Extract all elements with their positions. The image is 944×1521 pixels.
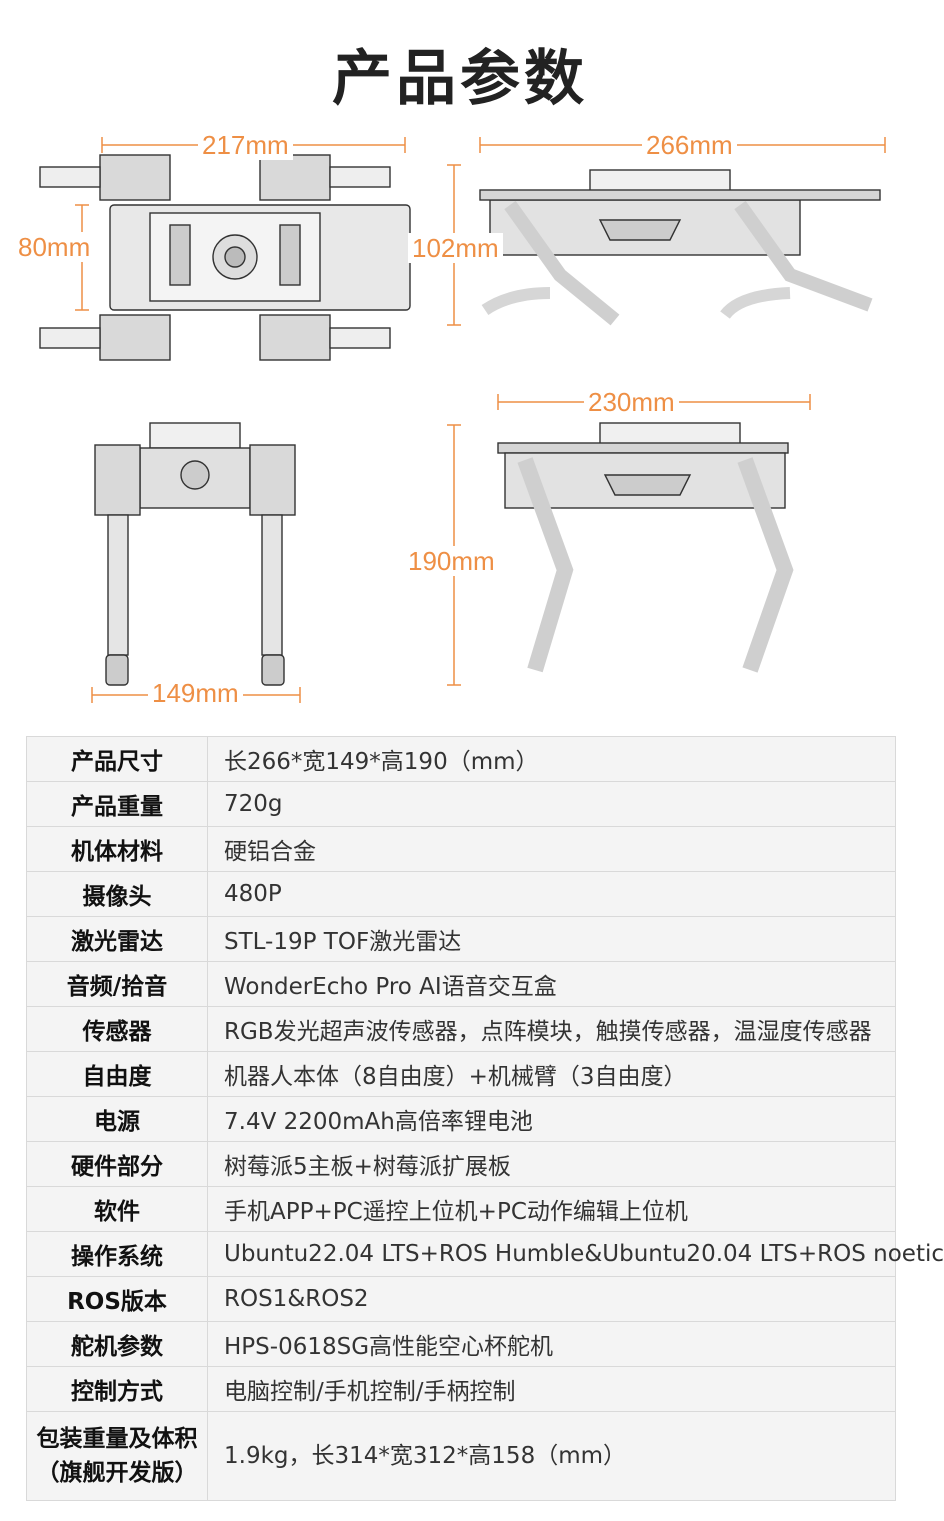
spec-label: 音频/拾音 — [26, 961, 208, 1007]
spec-value: 长266*宽149*高190（mm） — [207, 736, 896, 782]
spec-label: 产品尺寸 — [26, 736, 208, 782]
spec-label: ROS版本 — [26, 1276, 208, 1322]
spec-value: WonderEcho Pro AI语音交互盒 — [207, 961, 896, 1007]
spec-value: ROS1&ROS2 — [207, 1276, 896, 1322]
table-row: 自由度机器人本体（8自由度）+机械臂（3自由度） — [26, 1051, 896, 1097]
spec-value: 硬铝合金 — [207, 826, 896, 872]
table-row: 硬件部分树莓派5主板+树莓派扩展板 — [26, 1141, 896, 1187]
spec-label: 控制方式 — [26, 1366, 208, 1412]
spec-value: Ubuntu22.04 LTS+ROS Humble&Ubuntu20.04 L… — [207, 1231, 944, 1277]
spec-value: 手机APP+PC遥控上位机+PC动作编辑上位机 — [207, 1186, 896, 1232]
robot-side-view — [447, 137, 886, 326]
top-length-label: 217mm — [198, 130, 293, 160]
spec-value: 1.9kg，长314*宽312*高158（mm） — [207, 1411, 896, 1501]
spec-label: 软件 — [26, 1186, 208, 1232]
spec-value: RGB发光超声波传感器，点阵模块，触摸传感器，温湿度传感器 — [207, 1006, 896, 1052]
spec-label: 操作系统 — [26, 1231, 208, 1277]
side-height-label: 102mm — [408, 233, 503, 263]
spec-label: 包装重量及体积 （旗舰开发版） — [26, 1411, 208, 1501]
spec-label: 硬件部分 — [26, 1141, 208, 1187]
stand-height-label: 190mm — [404, 546, 499, 576]
front-width-label: 149mm — [148, 678, 243, 708]
spec-value: 电脑控制/手机控制/手柄控制 — [207, 1366, 896, 1412]
spec-label-line: （旗舰开发版） — [36, 1460, 198, 1486]
spec-label: 舵机参数 — [26, 1321, 208, 1367]
spec-label: 自由度 — [26, 1051, 208, 1097]
spec-value: 720g — [207, 781, 896, 827]
table-row: 机体材料硬铝合金 — [26, 826, 896, 872]
spec-label: 电源 — [26, 1096, 208, 1142]
spec-value: HPS-0618SG高性能空心杯舵机 — [207, 1321, 896, 1367]
spec-value: 480P — [207, 871, 896, 917]
spec-value: 机器人本体（8自由度）+机械臂（3自由度） — [207, 1051, 896, 1097]
robot-front-view — [91, 422, 301, 703]
spec-label: 激光雷达 — [26, 916, 208, 962]
page-title: 产品参数 — [332, 44, 588, 114]
side-length-label: 266mm — [642, 130, 737, 160]
table-row: 包装重量及体积 （旗舰开发版） 1.9kg，长314*宽312*高158（mm） — [26, 1411, 896, 1501]
spec-label: 产品重量 — [26, 781, 208, 827]
top-width-label: 80mm — [14, 232, 95, 262]
table-row: 控制方式电脑控制/手机控制/手柄控制 — [26, 1366, 896, 1412]
spec-value: 树莓派5主板+树莓派扩展板 — [207, 1141, 896, 1187]
spec-value: STL-19P TOF激光雷达 — [207, 916, 896, 962]
table-row: 软件手机APP+PC遥控上位机+PC动作编辑上位机 — [26, 1186, 896, 1232]
spec-label: 传感器 — [26, 1006, 208, 1052]
spec-label: 机体材料 — [26, 826, 208, 872]
robot-top-view — [39, 137, 411, 361]
spec-label: 摄像头 — [26, 871, 208, 917]
spec-label-line: 包装重量及体积 — [36, 1426, 198, 1452]
table-row: 产品尺寸长266*宽149*高190（mm） — [26, 736, 896, 782]
stand-length-label: 230mm — [584, 387, 679, 417]
robot-standing-view — [447, 394, 811, 686]
spec-value: 7.4V 2200mAh高倍率锂电池 — [207, 1096, 896, 1142]
